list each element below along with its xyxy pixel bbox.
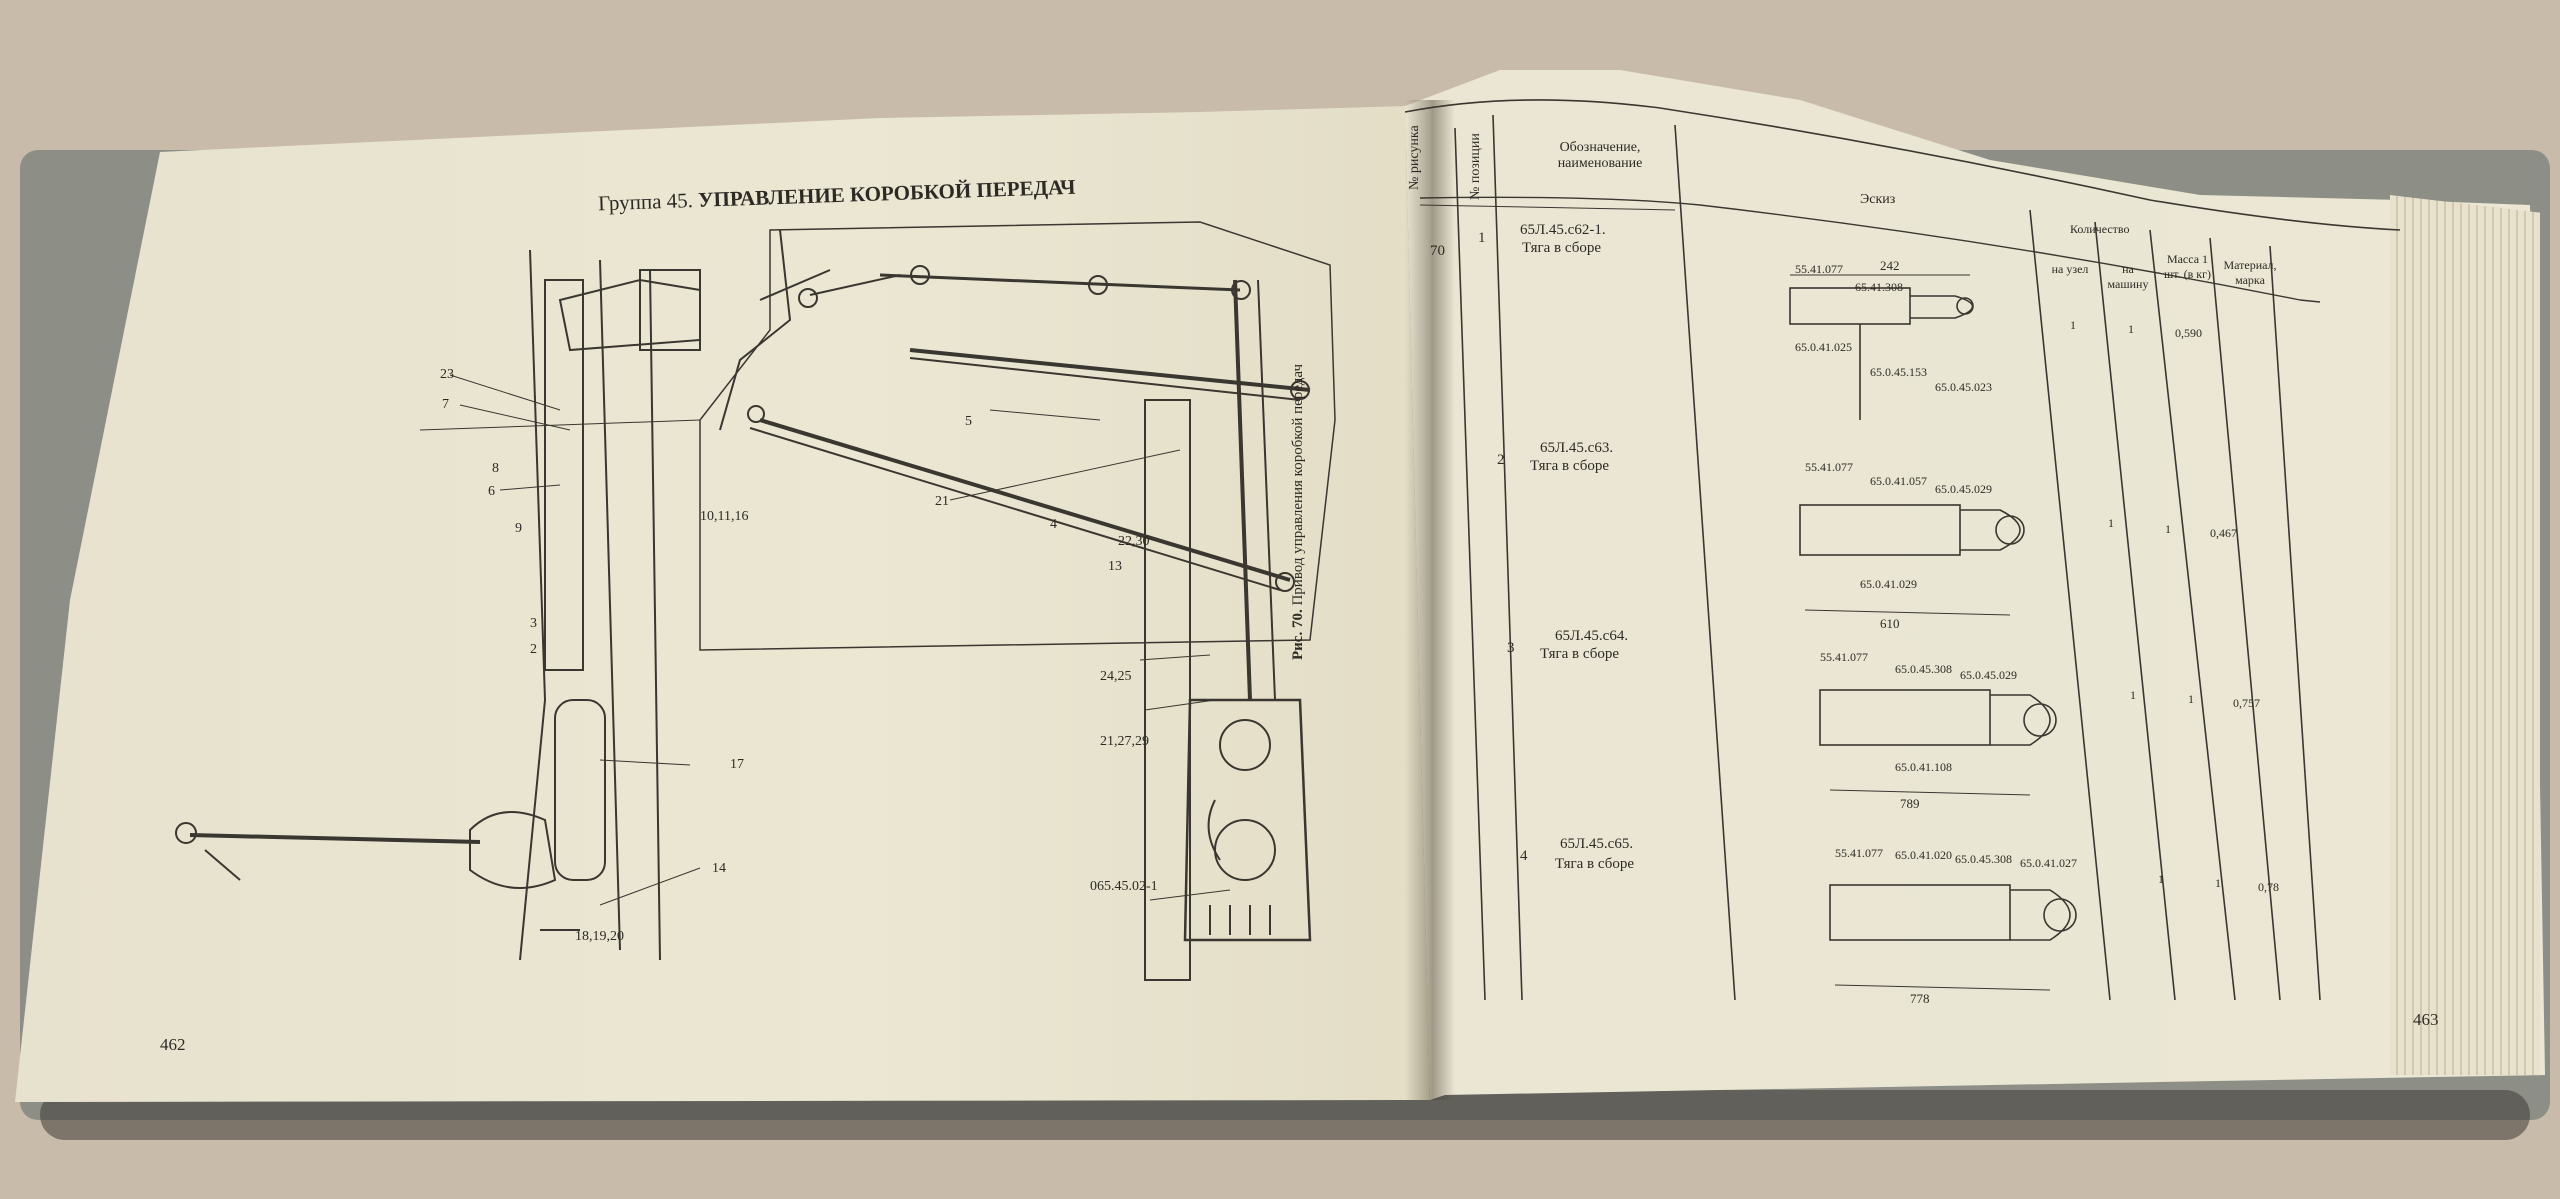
row1-part-d: 65.0.45.153 <box>1870 365 1927 379</box>
row3-part-d: 65.0.41.108 <box>1895 760 1952 774</box>
header-name: Обозначение, наименование <box>1557 140 1643 171</box>
dim-4: 778 <box>1910 991 1930 1006</box>
callout-4: 4 <box>1050 517 1057 532</box>
row3-pos: 3 <box>1507 640 1515 656</box>
page-edges <box>2390 195 2540 1075</box>
callout-24-25: 24,25 <box>1100 669 1132 684</box>
dim-3: 789 <box>1900 796 1920 811</box>
callout-7: 7 <box>442 397 449 412</box>
gearbox-control-diagram: 23 7 8 6 9 3 2 17 14 18,19,20 10,11,16 5… <box>175 221 1336 981</box>
header-fig-number: № рисунка <box>1407 125 1422 190</box>
page-number-left: 462 <box>160 1035 186 1054</box>
row3-qty-node: 1 <box>2130 688 2136 702</box>
row3-part-a: 55.41.077 <box>1820 650 1868 664</box>
row3-name: 65Л.45.с64. <box>1555 628 1629 644</box>
dim-2: 610 <box>1880 616 1900 631</box>
row4-name2: Тяга в сборе <box>1555 856 1635 872</box>
header-qty-machine: на машину <box>2107 262 2149 291</box>
row2-part-d: 65.0.41.029 <box>1860 577 1917 591</box>
row4-pos: 4 <box>1520 848 1528 864</box>
row1-part-e: 65.0.45.023 <box>1935 380 1992 394</box>
row4-qty-machine: 1 <box>2215 876 2221 890</box>
header-sketch: Эскиз <box>1860 192 1896 207</box>
row2-part-c: 65.0.45.029 <box>1935 482 1992 496</box>
row4-part-d: 65.0.41.027 <box>2020 856 2077 870</box>
callout-21-29: 21,27,29 <box>1100 734 1149 749</box>
callout-22-30: 22,30 <box>1118 534 1150 549</box>
callout-9: 9 <box>515 521 522 536</box>
left-page <box>15 106 1430 1102</box>
row2-name2: Тяга в сборе <box>1530 458 1610 474</box>
row3-part-c: 65.0.45.029 <box>1960 668 2017 682</box>
row1-name2: Тяга в сборе <box>1522 240 1602 256</box>
row2-mass: 0,467 <box>2210 526 2237 540</box>
header-material: Материал, марка <box>2223 258 2277 287</box>
row3-qty-machine: 1 <box>2188 692 2194 706</box>
row2-name: 65Л.45.с63. <box>1540 440 1614 456</box>
row2-part-a: 55.41.077 <box>1805 460 1853 474</box>
callout-8: 8 <box>492 461 499 476</box>
row2-qty-node: 1 <box>2108 516 2114 530</box>
row4-part-c: 65.0.45.308 <box>1955 852 2012 866</box>
callout-6: 6 <box>488 484 495 499</box>
row1-part-b: 65.41.308 <box>1855 280 1903 294</box>
row1-pos: 1 <box>1478 230 1486 246</box>
row1-part-a: 55.41.077 <box>1795 262 1843 276</box>
callout-3: 3 <box>530 616 537 631</box>
row4-mass: 0,78 <box>2258 880 2279 894</box>
callout-21: 21 <box>935 494 949 509</box>
callout-17: 17 <box>730 757 744 772</box>
row3-name2: Тяга в сборе <box>1540 646 1620 662</box>
figure-number: 70 <box>1430 243 1445 259</box>
row3-part-b: 65.0.45.308 <box>1895 662 1952 676</box>
header-mass: Масса 1 шт. (в кг) <box>2164 252 2211 281</box>
book-gutter <box>1405 100 1455 1100</box>
page-number-right: 463 <box>2413 1010 2439 1029</box>
header-qty: Количество <box>2070 222 2130 236</box>
row1-qty-node: 1 <box>2070 318 2076 332</box>
row3-mass: 0,757 <box>2233 696 2260 710</box>
row2-part-b: 65.0.41.057 <box>1870 474 1927 488</box>
row4-part-b: 65.0.41.020 <box>1895 848 1952 862</box>
callout-2: 2 <box>530 642 537 657</box>
callout-065: 065.45.02-1 <box>1090 879 1158 894</box>
callout-18-20: 18,19,20 <box>575 929 624 944</box>
row2-pos: 2 <box>1497 452 1505 468</box>
row4-qty-node: 1 <box>2158 872 2164 886</box>
callout-5: 5 <box>965 414 972 429</box>
callout-13: 13 <box>1108 559 1122 574</box>
dim-1: 242 <box>1880 258 1900 273</box>
header-position: № позиции <box>1468 133 1483 200</box>
callout-14: 14 <box>712 861 726 876</box>
row1-qty-machine: 1 <box>2128 322 2134 336</box>
header-qty-node: на узел <box>2051 262 2089 276</box>
callout-23: 23 <box>440 367 454 382</box>
callout-10-16: 10,11,16 <box>700 509 748 524</box>
row1-part-c: 65.0.41.025 <box>1795 340 1852 354</box>
row1-mass: 0,590 <box>2175 326 2202 340</box>
row4-part-a: 55.41.077 <box>1835 846 1883 860</box>
row1-name: 65Л.45.с62-1. <box>1520 222 1606 238</box>
row4-name: 65Л.45.с65. <box>1560 836 1634 852</box>
row2-qty-machine: 1 <box>2165 522 2171 536</box>
